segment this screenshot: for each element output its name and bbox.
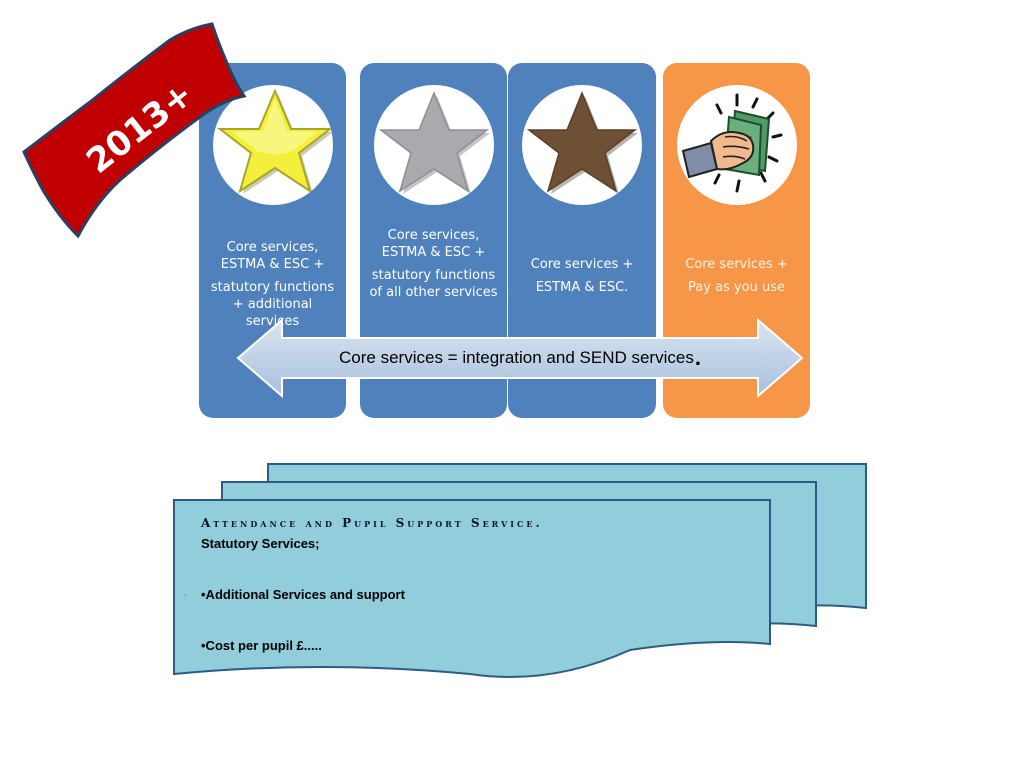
arrow-label: Core services = integration and SEND ser… [339,345,701,370]
money-circle [676,85,797,205]
double-arrow [236,318,804,398]
column-text: Core services,ESTMA & ESC + statutory fu… [369,228,498,300]
star-circle [373,85,494,205]
stacked-sheets [173,463,867,678]
bullet-mark: • [184,591,187,600]
column-text: Core services,ESTMA & ESC + statutory fu… [210,240,335,329]
column-text: Core services + Pay as you use [685,257,788,295]
bronze-star-icon [526,91,638,194]
cost-per-pupil-line: •Cost per pupil £..... [201,638,322,653]
cash-in-hand-icon [681,93,782,193]
additional-services-line: •Additional Services and support [201,587,405,602]
star-circle [522,85,642,205]
year-banner [22,22,247,239]
service-title: Attendance and Pupil Support Service. [201,516,543,530]
tier-column-gold: Core services,ESTMA & ESC + statutory fu… [199,63,346,418]
gold-star-icon [216,88,333,194]
statutory-services-line: Statutory Services; [201,536,320,551]
column-text: Core services + ESTMA & ESC. [530,257,634,295]
silver-star-icon [378,91,490,194]
star-circle [212,85,333,205]
